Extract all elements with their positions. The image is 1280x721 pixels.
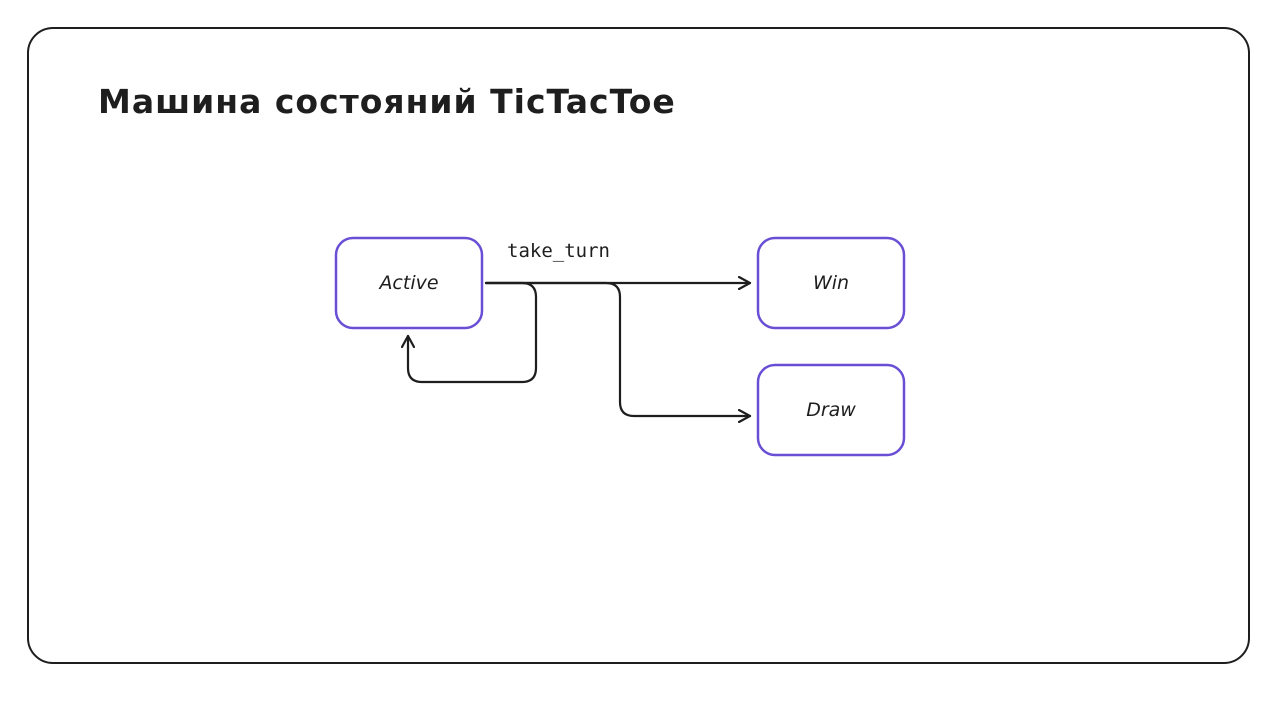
canvas-frame (27, 27, 1250, 664)
state-node-win[interactable]: Win (756, 236, 906, 330)
state-node-draw[interactable]: Draw (756, 363, 906, 457)
state-label-active: Active (377, 272, 438, 294)
diagram-title: Машина состояний TicTacToe (98, 82, 676, 121)
edge-label-take-turn: take_turn (507, 240, 610, 262)
state-label-draw: Draw (806, 399, 856, 421)
edge-active-self-loop (408, 281, 538, 384)
state-node-active[interactable]: Active (334, 236, 484, 330)
edge-active-to-draw (484, 281, 752, 416)
state-label-win: Win (813, 272, 849, 294)
